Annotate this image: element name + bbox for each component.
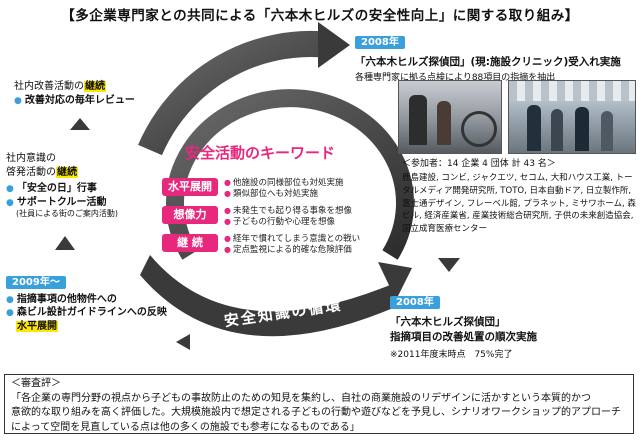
bottom-right-heading1: 「六本木ヒルズ探偵団」: [390, 316, 506, 328]
chevron-up-icon: [55, 236, 75, 250]
keyword-row: 想像力 未発生でも起り得る事象を想像 子どもの行動や心理を想像: [162, 205, 382, 229]
review-line: 「各企業の専門分野の視点から子どもの事故防止のための知見を集約し、自社の商業施設…: [11, 392, 591, 404]
left-mid-item2: サポートクルー活動: [6, 196, 166, 210]
keyword-row: 水平展開 他施設の同様部位も対処実施 類似部位へも対処実施: [162, 178, 382, 201]
left-top-label: 社内改善活動の: [14, 81, 84, 92]
keyword-item: 定点監視による的確な危険評価: [224, 245, 360, 256]
left-top-block: 社内改善活動の継続 改善対応の毎年レビュー: [14, 80, 174, 107]
keyword-heading: 安全活動のキーワード: [184, 144, 335, 162]
keyword-item: 他施設の同様部位も対処実施: [224, 178, 344, 189]
photo-inspection-1: [398, 80, 502, 154]
left-mid-block: 社内意識の 啓発活動の継続 「安全の日」行事 サポートクルー活動 (社員による街…: [6, 152, 166, 220]
keyword-label: 水平展開: [162, 178, 218, 196]
left-mid-item2-sub: (社員による街のご案内活動): [16, 209, 119, 218]
left-bottom-block: 2009年〜 指摘事項の他物件への 森ビル設計ガイドラインへの反映 水平展開: [6, 276, 196, 333]
chevrons: [55, 118, 460, 350]
keyword-item: 子どもの行動や心理を想像: [224, 217, 352, 228]
review-line: によって空間を見直している点は他の多くの施設でも参考になるものである」: [11, 421, 360, 433]
chevron-down-icon: [438, 258, 460, 272]
ring-banner: [140, 255, 400, 337]
year-badge: 2008年: [355, 36, 405, 49]
photo-inspection-2: [508, 80, 636, 154]
chevron-left-icon: [176, 334, 190, 350]
keyword-row: 継 続 経年で慣れてしまう意識との戦い 定点監視による的確な危険評価: [162, 233, 382, 257]
top-right-block: 2008年 「六本木ヒルズ探偵団」(現:施設クリニック)受入れ実施 各種専門家に…: [355, 30, 635, 83]
outer-arc-arrowhead: [318, 22, 350, 68]
left-bottom-item2: 森ビル設計ガイドラインへの反映: [6, 306, 196, 320]
year-badge: 2009年〜: [6, 276, 66, 289]
review-box: ＜審査評＞ 「各企業の専門分野の視点から子どもの事故防止のための知見を集約し、自…: [4, 374, 634, 434]
left-mid-label1: 社内意識の: [6, 153, 56, 164]
review-header: ＜審査評＞: [11, 378, 61, 389]
left-mid-label2: 啓発活動の: [6, 166, 56, 178]
left-mid-highlight: 継続: [56, 166, 78, 178]
page-title: 【多企業専門家との共同による「六本木ヒルズの安全性向上」に関する取り組み】: [61, 8, 579, 24]
bottom-right-note: ※2011年度末時点 75%完了: [390, 350, 513, 360]
review-line: 意欲的な取り組みを高く評価した。大規模施設内で想定される子どもの行動や遊びなどを…: [11, 407, 621, 418]
year-badge: 2008年: [390, 296, 440, 309]
left-mid-item1: 「安全の日」行事: [6, 182, 166, 196]
left-bottom-item1: 指摘事項の他物件への: [6, 293, 196, 307]
left-bottom-highlight: 水平展開: [16, 320, 58, 332]
left-top-item: 改善対応の毎年レビュー: [14, 94, 174, 108]
chevron-up-icon: [70, 118, 90, 130]
outer-arc: [138, 30, 332, 156]
left-top-highlight: 継続: [84, 81, 106, 92]
participants-box: ＜参加者：14 企業 4 団体 計 43 名＞ 鹿島建設, コンビ, ジャクエツ…: [402, 156, 636, 236]
bottom-right-block: 2008年 「六本木ヒルズ探偵団」 指摘項目の改善処置の順次実施 ※2011年度…: [390, 290, 634, 360]
keyword-item: 経年で慣れてしまう意識との戦い: [224, 234, 360, 245]
participants-list: 鹿島建設, コンビ, ジャクエツ, セコム, 大和ハウス工業, トータルメディア…: [402, 173, 636, 234]
keyword-panel: 水平展開 他施設の同様部位も対処実施 類似部位へも対処実施 想像力 未発生でも起…: [162, 178, 382, 257]
bottom-right-heading2: 指摘項目の改善処置の順次実施: [390, 331, 537, 343]
keyword-label: 想像力: [162, 205, 218, 224]
top-right-sub: 各種専門家に拠る点検により88項目の指摘を抽出: [355, 73, 556, 83]
keyword-item: 未発生でも起り得る事象を想像: [224, 206, 352, 217]
ring-arrowhead: [378, 262, 412, 300]
keyword-item: 類似部位へも対処実施: [224, 189, 344, 200]
top-right-heading: 「六本木ヒルズ探偵団」(現:施設クリニック)受入れ実施: [355, 56, 621, 68]
participants-header: ＜参加者：14 企業 4 団体 計 43 名＞: [402, 159, 556, 169]
keyword-label: 継 続: [162, 233, 218, 252]
